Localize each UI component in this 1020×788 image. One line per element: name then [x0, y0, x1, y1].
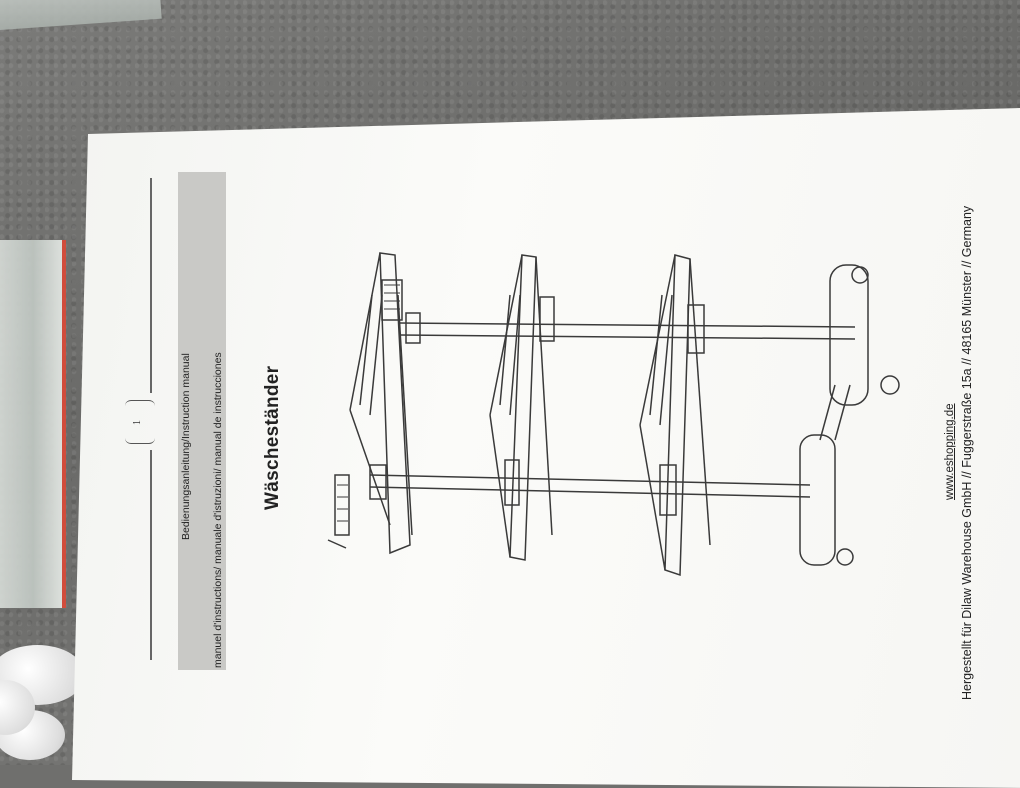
plastic-bag-left — [0, 240, 66, 608]
white-caps — [0, 640, 100, 780]
page-number: 1 — [132, 420, 143, 425]
document-title: Wäscheständer — [262, 365, 283, 510]
subtitle-line-1: Bedienungsanleitung/Instruction manual — [180, 353, 192, 540]
drying-rack-illustration — [327, 252, 900, 577]
manufacturer-address: Hergestellt für Dilaw Warehouse GmbH // … — [960, 205, 974, 700]
instruction-manual-page — [72, 108, 1020, 788]
header-rule-bottom — [150, 450, 152, 660]
page-number-bracket — [125, 400, 155, 444]
website-link[interactable]: www.eshopping.de — [944, 403, 956, 500]
header-rule-top — [150, 178, 152, 393]
subtitle-line-2: manuel d'instructions/ manuale d'istruzi… — [212, 352, 224, 668]
